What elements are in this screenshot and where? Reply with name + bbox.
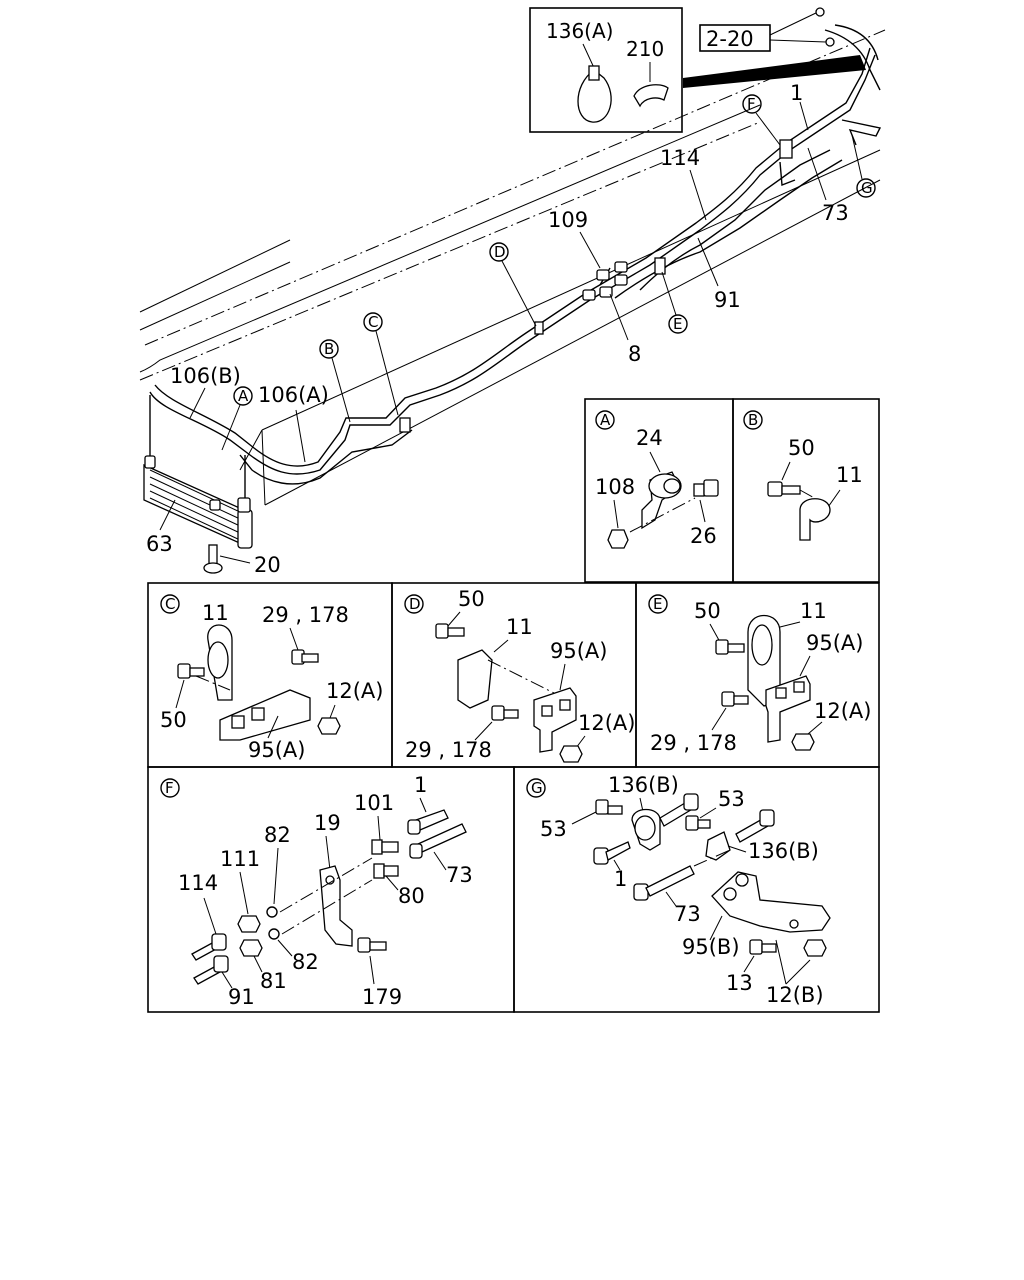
label-53b: 53 [718,787,745,811]
label-108: 108 [595,475,635,499]
label-50: 50 [160,708,187,732]
svg-text:G: G [531,779,543,797]
label-11: 11 [800,599,827,623]
detail-a: A 24 108 26 [584,398,734,583]
label-13: 13 [726,971,753,995]
label-12a: 12(A) [814,699,871,723]
label-82a: 82 [264,823,291,847]
svg-text:A: A [238,387,249,405]
inset-pointer [683,55,866,88]
label-1: 1 [414,773,427,797]
label-91: 91 [714,288,741,312]
label-26: 26 [690,524,717,548]
label-80: 80 [398,884,425,908]
svg-text:E: E [653,595,662,613]
label-73: 73 [674,902,701,926]
label-50: 50 [458,587,485,611]
label-29-178: 29 , 178 [405,738,492,762]
inset-clamp: 136(A) 210 [529,7,683,133]
callout-f: F [742,94,781,146]
label-136a: 136(A) [546,19,613,43]
label-29-178: 29 , 178 [262,603,349,627]
label-53a: 53 [540,817,567,841]
label-136b-top: 136(B) [608,773,679,797]
label-11: 11 [202,601,229,625]
label-95a: 95(A) [248,738,305,762]
label-81: 81 [260,969,287,993]
label-101: 101 [354,791,394,815]
detail-c: C 11 29 , 178 12(A) 50 95(A) [147,582,393,768]
label-136b-side: 136(B) [748,839,819,863]
svg-text:D: D [494,243,506,261]
label-11: 11 [506,615,533,639]
main-assembly: 2-20 1 114 73 109 91 8 106(B) 106(A) 63 … [139,7,886,577]
label-12b: 12(B) [766,983,824,1007]
label-12a: 12(A) [326,679,383,703]
svg-text:B: B [748,411,758,429]
detail-g: G 136(B) 53 53 136(B) 1 73 95(B) [513,766,880,1013]
label-50: 50 [788,436,815,460]
label-91: 91 [228,985,255,1009]
detail-f: F 1 101 73 80 19 179 82 82 111 [147,766,515,1013]
callout-a: A [221,386,253,451]
label-114: 114 [660,146,700,170]
svg-text:E: E [673,315,682,333]
label-210: 210 [626,37,664,61]
detail-e: E 50 11 95(A) 12(A) 29 , 178 [635,582,880,768]
label-179: 179 [362,985,402,1009]
label-73: 73 [446,863,473,887]
svg-text:F: F [165,779,174,797]
callout-g: G [851,134,876,198]
label-106b: 106(B) [170,364,241,388]
svg-text:C: C [368,313,378,331]
label-95a: 95(A) [550,639,607,663]
svg-text:B: B [324,340,334,358]
label-12a: 12(A) [578,711,635,735]
callout-e: E [661,271,688,334]
callout-d: D [489,242,537,327]
label-111: 111 [220,847,260,871]
svg-text:F: F [747,95,756,113]
svg-text:A: A [600,411,611,429]
label-1: 1 [614,867,627,891]
detail-d: D 50 11 95(A) 12(A) 29 , 178 [391,582,637,768]
label-24: 24 [636,426,663,450]
callout-b: B [319,339,351,423]
label-63: 63 [146,532,173,556]
label-95a: 95(A) [806,631,863,655]
detail-b: B 50 11 [732,398,880,583]
label-19: 19 [314,811,341,835]
label-106a: 106(A) [258,383,329,407]
label-114: 114 [178,871,218,895]
label-20: 20 [254,553,281,577]
label-1: 1 [790,81,803,105]
label-109: 109 [548,208,588,232]
bolt-20 [203,544,223,574]
label-8: 8 [628,342,641,366]
svg-text:D: D [409,595,421,613]
svg-text:G: G [861,179,873,197]
ref-box-label: 2-20 [706,27,754,51]
oil-cooler [143,395,253,549]
reference-box [699,24,771,52]
label-73: 73 [822,201,849,225]
label-11: 11 [836,463,863,487]
label-82b: 82 [292,950,319,974]
label-29-178: 29 , 178 [650,731,737,755]
label-50: 50 [694,599,721,623]
svg-text:C: C [165,595,175,613]
callout-c: C [363,312,399,416]
